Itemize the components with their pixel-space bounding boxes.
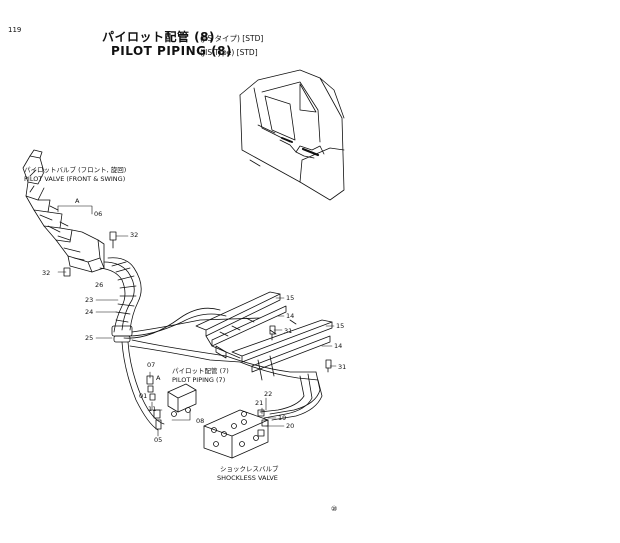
callout-22: 22 xyxy=(264,390,273,398)
shockless-valve-label-en: SHOCKLESS VALVE xyxy=(217,474,278,482)
callout-01: 01 xyxy=(139,392,148,400)
callout-32-lower: 32 xyxy=(42,269,51,277)
callout-a-valve: A xyxy=(75,197,80,205)
pilot-piping-label-en: PILOT PIPING (7) xyxy=(172,376,226,384)
pilot-piping-block xyxy=(167,383,197,417)
callout-11: 11 xyxy=(148,405,157,413)
callout-25: 25 xyxy=(85,334,94,342)
revision-mark: ⑩ xyxy=(331,505,338,513)
leader-lines xyxy=(57,205,337,437)
callout-32-upper: 32 xyxy=(130,231,139,239)
pilot-piping-label-jp: パイロット配管 (7) xyxy=(172,367,229,375)
callout-20: 20 xyxy=(286,422,295,430)
callout-19: 19 xyxy=(278,414,287,422)
shockless-valve-label-jp: ショックレスバルブ xyxy=(220,465,279,473)
pilot-valve-assembly xyxy=(22,149,105,273)
callout-14-lower: 14 xyxy=(334,342,343,350)
pilot-valve-label-en: PILOT VALVE (FRONT & SWING) xyxy=(24,175,126,183)
callout-a-piping: A xyxy=(156,374,161,382)
callout-31-upper: 31 xyxy=(284,327,293,335)
callout-24: 24 xyxy=(85,308,94,316)
callout-26: 26 xyxy=(95,281,104,289)
callout-15-upper: 15 xyxy=(286,294,295,302)
callout-07: 07 xyxy=(147,361,156,369)
shockless-valve-block xyxy=(203,409,269,459)
callout-31-lower: 31 xyxy=(338,363,347,371)
callout-14-upper: 14 xyxy=(286,312,295,320)
title-english-sub: (JIS-Type) [STD] xyxy=(200,48,258,57)
pilot-valve-label-jp: パイロットバルブ (フロント, 旋回) xyxy=(24,166,127,174)
cab-inset xyxy=(239,69,345,201)
callout-21: 21 xyxy=(255,399,264,407)
title-english: PILOT PIPING (8) xyxy=(111,44,232,58)
callout-15-lower: 15 xyxy=(336,322,345,330)
callout-23: 23 xyxy=(85,296,94,304)
callout-06: 06 xyxy=(94,210,103,218)
hose-coil xyxy=(99,257,142,343)
frame-rails xyxy=(195,291,333,381)
title-japanese-sub: (JIS タイプ) [STD] xyxy=(200,34,264,43)
callout-05: 05 xyxy=(154,436,163,444)
page-number: 119 xyxy=(8,26,22,34)
callout-08: 08 xyxy=(196,417,205,425)
title-japanese: パイロット配管 (8) xyxy=(102,30,215,44)
